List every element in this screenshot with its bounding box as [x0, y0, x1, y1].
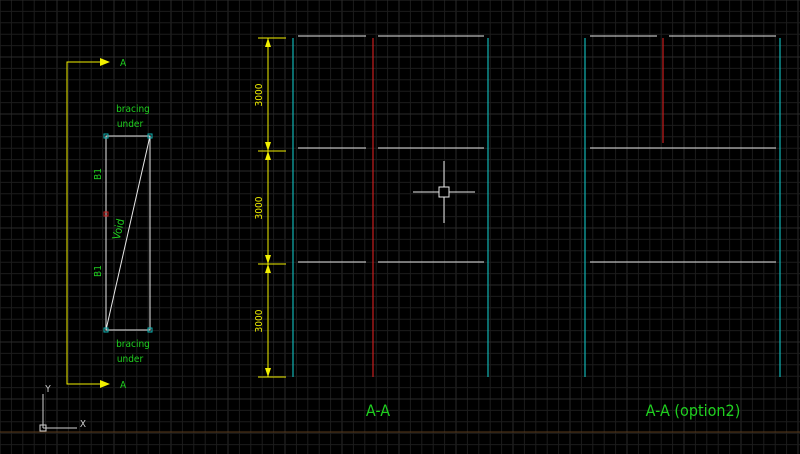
- ucs-x-label: X: [80, 419, 86, 430]
- dimension-text-2: 3000: [254, 196, 265, 219]
- void-label: Void: [110, 218, 127, 241]
- elevation-title: A-A: [366, 401, 390, 420]
- void-diagonal[interactable]: [105, 135, 151, 331]
- grip-top-left[interactable]: [103, 133, 109, 139]
- elevation-a-a[interactable]: 3000 3000 3000 A-A: [254, 35, 489, 420]
- dim-arrow-icon: [265, 142, 271, 151]
- dim-arrow-icon: [265, 264, 271, 273]
- bracing-label-bottom-1: bracing: [116, 339, 150, 350]
- plan-view[interactable]: A A bracing under bracing under B1 B1 Vo…: [66, 58, 153, 391]
- bracing-label-top-1: bracing: [116, 104, 150, 115]
- beam-label-lower: B1: [93, 265, 104, 277]
- dim-arrow-icon: [265, 151, 271, 160]
- grip-top-right[interactable]: [147, 133, 153, 139]
- section-marker-bottom: A: [120, 380, 127, 391]
- crosshair-pickbox-icon: [413, 161, 475, 223]
- grip-bottom-left[interactable]: [103, 327, 109, 333]
- section-marker-top: A: [120, 58, 127, 69]
- elevation-a-a-option2[interactable]: A-A (option2): [584, 35, 781, 420]
- dimension-text-1: 3000: [254, 83, 265, 106]
- section-cut-line[interactable]: [66, 61, 108, 385]
- section-arrow-bottom-icon: [100, 380, 110, 388]
- ucs-icon[interactable]: Y X: [39, 384, 86, 432]
- plan-panel-outline[interactable]: [105, 135, 151, 331]
- grip-bottom-right[interactable]: [147, 327, 153, 333]
- bracing-label-top-2: under: [117, 119, 144, 130]
- section-arrow-top-icon: [100, 58, 110, 66]
- elevation2-title: A-A (option2): [646, 401, 741, 420]
- dimension-text-3: 3000: [254, 309, 265, 332]
- dim-arrow-icon: [265, 368, 271, 377]
- grip-midpoint[interactable]: [103, 211, 109, 217]
- ucs-y-label: Y: [44, 384, 51, 395]
- beam-label-upper: B1: [93, 168, 104, 180]
- dim-arrow-icon: [265, 255, 271, 264]
- dim-arrow-icon: [265, 38, 271, 47]
- bracing-label-bottom-2: under: [117, 354, 144, 365]
